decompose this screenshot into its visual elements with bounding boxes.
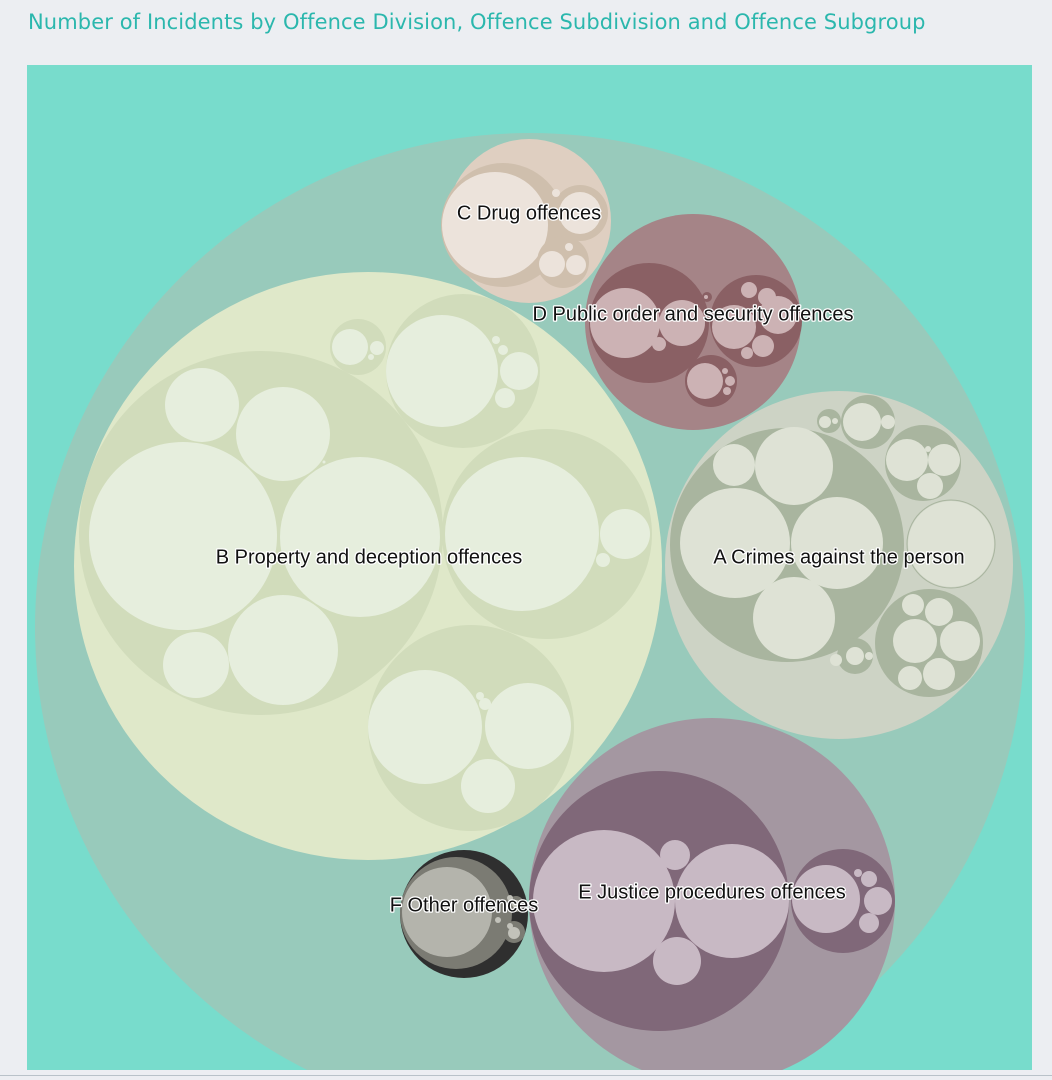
subgroup-circle xyxy=(368,354,374,360)
division-c-label: C Drug offences xyxy=(457,202,601,224)
subgroup-circle xyxy=(539,251,565,277)
subgroup-circle xyxy=(322,460,326,464)
page-bottom-divider xyxy=(0,1075,1052,1076)
subgroup-circle xyxy=(722,368,728,374)
subgroup-circle xyxy=(752,335,774,357)
subgroup-circle xyxy=(791,497,883,589)
subgroup-circle xyxy=(865,652,873,660)
subgroup-circle xyxy=(552,189,560,197)
subgroup-circle xyxy=(712,305,756,349)
subgroup-circle xyxy=(498,345,508,355)
subgroup-circle xyxy=(723,387,731,395)
subgroup-circle xyxy=(659,300,705,346)
subgroup-circle xyxy=(846,647,864,665)
subgroup-circle xyxy=(928,444,960,476)
subgroup-circle xyxy=(600,509,650,559)
subgroup-circle xyxy=(741,282,757,298)
subgroup-circle xyxy=(507,923,513,929)
subgroup-circle xyxy=(925,446,931,452)
division-d-group[interactable]: D Public order and security offences xyxy=(531,214,855,430)
subgroup-circle xyxy=(725,376,735,386)
subgroup-circle xyxy=(861,871,877,887)
subgroup-circle xyxy=(492,336,500,344)
bubble-chart-svg: B Property and deception offences xyxy=(35,133,1025,1070)
subgroup-circle xyxy=(163,632,229,698)
subgroup-circle xyxy=(704,295,708,299)
subgroup-circle xyxy=(89,442,277,630)
subgroup-circle xyxy=(925,598,953,626)
subgroup-circle xyxy=(652,337,666,351)
subgroup-circle xyxy=(680,488,790,598)
division-f-group[interactable]: F Other offences xyxy=(388,850,540,978)
subgroup-circle xyxy=(500,352,538,390)
subgroup-circle xyxy=(713,444,755,486)
subgroup-circle xyxy=(485,683,571,769)
subgroup-circle xyxy=(917,473,943,499)
subgroup-circle xyxy=(495,388,515,408)
subgroup-circle xyxy=(461,759,515,813)
subgroup-circle xyxy=(368,670,482,784)
subgroup-circle xyxy=(559,192,601,234)
division-e-group[interactable]: E Justice procedures offences xyxy=(529,718,895,1070)
subgroup-circle xyxy=(940,621,980,661)
subgroup-circle xyxy=(675,844,789,958)
subgroup-circle xyxy=(830,654,842,666)
division-a-label: A Crimes against the person xyxy=(713,546,964,568)
subgroup-circle xyxy=(755,427,833,505)
subgroup-circle xyxy=(758,288,776,306)
division-d-label: D Public order and security offences xyxy=(533,303,854,325)
subgroup-circle xyxy=(741,347,753,359)
subgroup-circle xyxy=(893,619,937,663)
subgroup-circle xyxy=(565,243,573,251)
subgroup-circle xyxy=(898,666,922,690)
subgroup-circle xyxy=(653,937,701,985)
subgroup-circle xyxy=(512,900,520,908)
subgroup-circle xyxy=(402,867,492,957)
division-c-group[interactable]: C Drug offences xyxy=(441,139,611,303)
subgroup-circle xyxy=(495,917,501,923)
subgroup-circle xyxy=(236,387,330,481)
subgroup-circle xyxy=(792,865,860,933)
subgroup-circle xyxy=(476,692,484,700)
subgroup-circle xyxy=(859,913,879,933)
subgroup-circle xyxy=(832,418,838,424)
chart-title: Number of Incidents by Offence Division,… xyxy=(28,10,926,34)
subgroup-circle xyxy=(923,658,955,690)
subgroup-circle xyxy=(590,288,660,358)
chart-area: B Property and deception offences xyxy=(27,65,1032,1070)
subgroup-circle xyxy=(566,255,586,275)
subgroup-circle xyxy=(660,840,690,870)
subgroup-circle xyxy=(596,553,610,567)
subgroup-circle xyxy=(442,172,548,278)
subgroup-circle xyxy=(886,439,928,481)
subgroup-circle xyxy=(370,341,384,355)
division-b-group[interactable]: B Property and deception offences xyxy=(74,272,662,860)
subgroup-circle xyxy=(332,329,368,365)
subgroup-circle xyxy=(445,457,599,611)
division-e-label: E Justice procedures offences xyxy=(578,881,846,903)
subgroup-circle xyxy=(819,416,831,428)
subgroup-circle xyxy=(228,595,338,705)
subgroup-circle xyxy=(881,415,895,429)
subgroup-circle xyxy=(753,577,835,659)
subgroup-circle xyxy=(908,501,994,587)
subgroup-circle xyxy=(843,403,881,441)
division-f-label: F Other offences xyxy=(390,894,539,916)
subgroup-circle xyxy=(902,594,924,616)
subgroup-circle xyxy=(165,368,239,442)
division-b-label: B Property and deception offences xyxy=(216,546,523,568)
subgroup-circle xyxy=(854,869,862,877)
subgroup-circle xyxy=(280,457,440,617)
subgroup-circle xyxy=(479,698,491,710)
subgroup-circle xyxy=(687,363,723,399)
subgroup-circle xyxy=(533,830,675,972)
subgroup-circle xyxy=(386,315,498,427)
subgroup-circle xyxy=(507,895,513,901)
subgroup-circle xyxy=(508,927,520,939)
division-a-group[interactable]: A Crimes against the person xyxy=(665,391,1013,739)
subgroup-circle xyxy=(864,887,892,915)
